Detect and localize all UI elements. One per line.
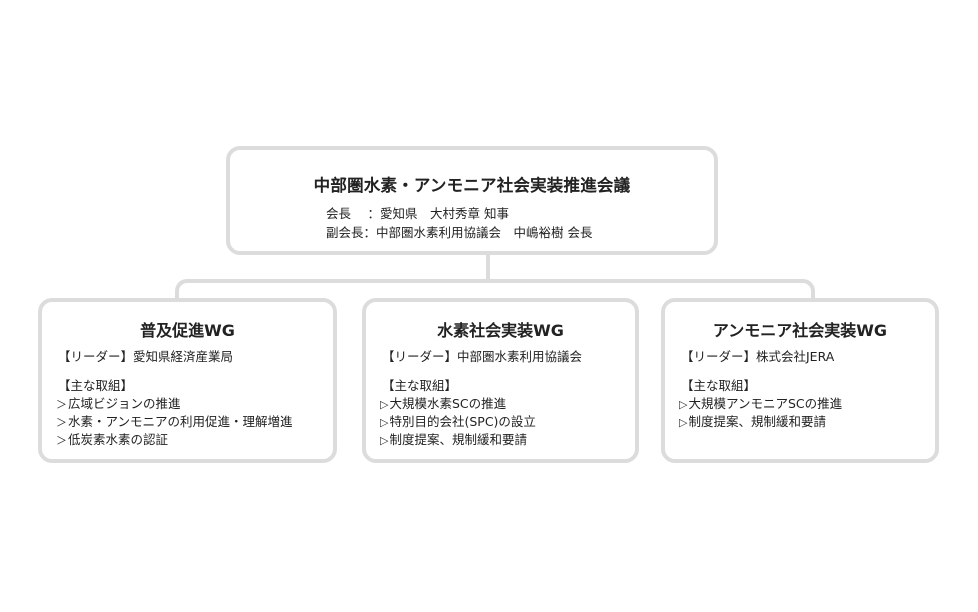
bullet-icon: ＞ — [56, 416, 67, 429]
connector-vertical — [486, 254, 490, 283]
bullet-icon: ＞ — [56, 434, 67, 447]
list-item: ＞水素・アンモニアの利用促進・理解増進 — [56, 413, 293, 431]
list-item-text: 制度提案、規制緩和要請 — [389, 432, 527, 447]
wg-leader: 【リーダー】中部圏水素利用協議会 — [382, 349, 583, 364]
list-item: ＞低炭素水素の認証 — [56, 431, 293, 449]
wg-initiatives: 【主な取組】 ＞広域ビジョンの推進 ＞水素・アンモニアの利用促進・理解増進 ＞低… — [56, 377, 293, 449]
wg-initiatives: 【主な取組】 ▷大規模水素SCの推進 ▷特別目的会社(SPC)の設立 ▷制度提案… — [380, 377, 536, 449]
vice-chair-line: 副会長：中部圏水素利用協議会 中嶋裕樹 会長 — [326, 225, 593, 240]
council-box: 中部圏水素・アンモニア社会実装推進会議 会長 ：愛知県 大村秀章 知事 副会長：… — [226, 146, 718, 255]
triangle-bullet-icon: ▷ — [380, 416, 389, 429]
list-item-text: 低炭素水素の認証 — [68, 432, 169, 447]
wg-box-ammonia: アンモニア社会実装WG 【リーダー】株式会社JERA 【主な取組】 ▷大規模アン… — [661, 298, 939, 463]
list-item: ▷制度提案、規制緩和要請 — [380, 431, 536, 449]
wg-box-hydrogen: 水素社会実装WG 【リーダー】中部圏水素利用協議会 【主な取組】 ▷大規模水素S… — [362, 298, 639, 463]
chair-line: 会長 ：愛知県 大村秀章 知事 — [326, 206, 509, 221]
connector-horizontal — [175, 279, 815, 305]
wg-initiatives-heading: 【主な取組】 — [58, 378, 134, 393]
bullet-icon: ＞ — [56, 398, 67, 411]
triangle-bullet-icon: ▷ — [679, 416, 688, 429]
list-item: ▷特別目的会社(SPC)の設立 — [380, 413, 536, 431]
list-item-text: 大規模アンモニアSCの推進 — [688, 396, 843, 411]
list-item: ▷大規模水素SCの推進 — [380, 395, 536, 413]
list-item: ＞広域ビジョンの推進 — [56, 395, 293, 413]
list-item-text: 広域ビジョンの推進 — [68, 396, 181, 411]
wg-title: アンモニア社会実装WG — [712, 321, 888, 340]
wg-initiatives-heading: 【主な取組】 — [681, 378, 757, 393]
list-item: ▷制度提案、規制緩和要請 — [679, 413, 842, 431]
wg-box-promotion: 普及促進WG 【リーダー】愛知県経済産業局 【主な取組】 ＞広域ビジョンの推進 … — [38, 298, 337, 463]
triangle-bullet-icon: ▷ — [679, 398, 688, 411]
wg-title: 普及促進WG — [140, 321, 235, 340]
wg-initiatives-heading: 【主な取組】 — [382, 378, 458, 393]
wg-leader: 【リーダー】愛知県経済産業局 — [58, 349, 234, 364]
council-title: 中部圏水素・アンモニア社会実装推進会議 — [313, 176, 631, 195]
triangle-bullet-icon: ▷ — [380, 398, 389, 411]
list-item-text: 大規模水素SCの推進 — [389, 396, 507, 411]
list-item-text: 制度提案、規制緩和要請 — [688, 414, 826, 429]
list-item-text: 水素・アンモニアの利用促進・理解増進 — [68, 414, 293, 429]
wg-leader: 【リーダー】株式会社JERA — [681, 349, 835, 364]
wg-initiatives: 【主な取組】 ▷大規模アンモニアSCの推進 ▷制度提案、規制緩和要請 — [679, 377, 842, 431]
triangle-bullet-icon: ▷ — [380, 434, 389, 447]
list-item: ▷大規模アンモニアSCの推進 — [679, 395, 842, 413]
wg-title: 水素社会実装WG — [437, 321, 564, 340]
list-item-text: 特別目的会社(SPC)の設立 — [389, 414, 536, 429]
